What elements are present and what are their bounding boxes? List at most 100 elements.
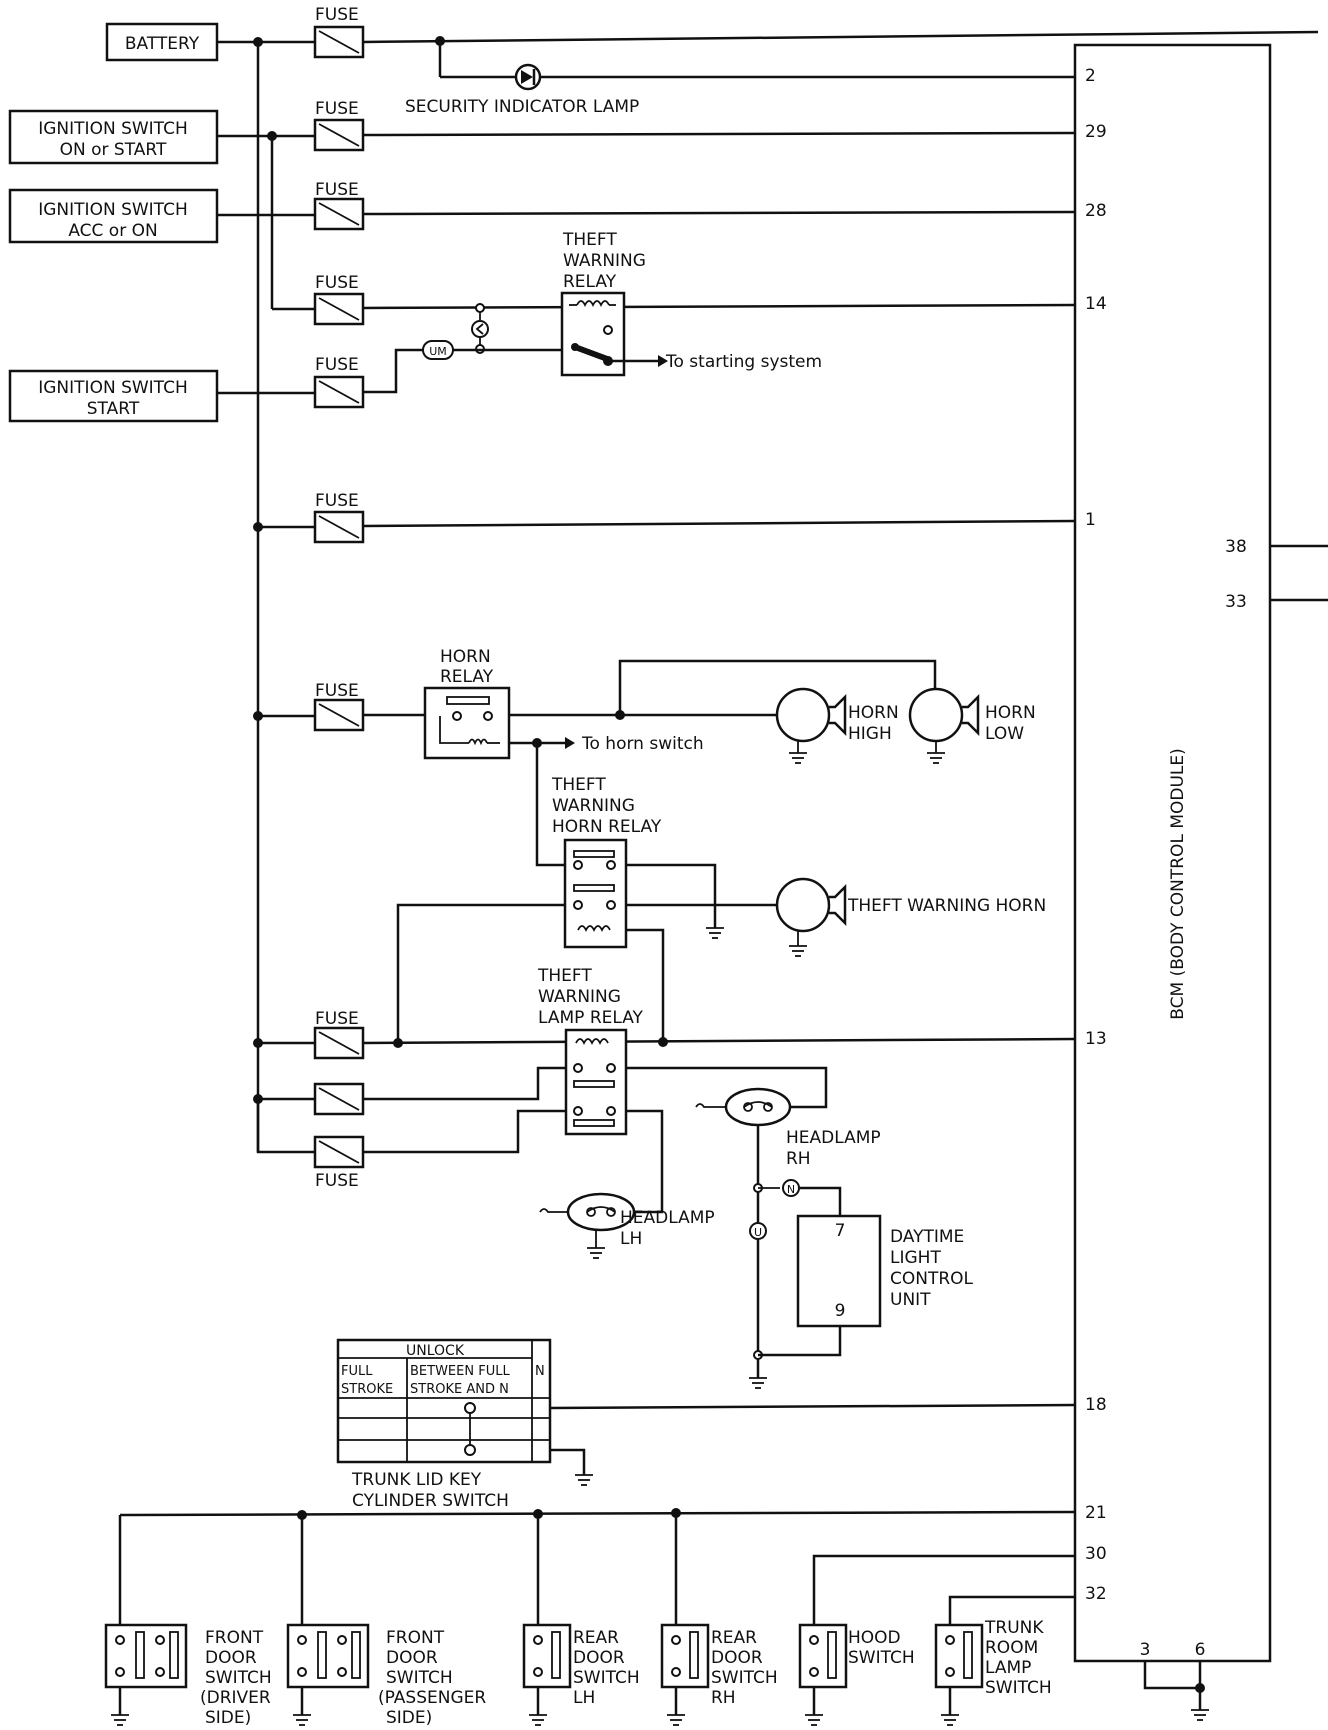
fuse-ign-on-start	[313, 118, 365, 152]
front-driver-label-4: (DRIVER	[200, 1688, 271, 1708]
ignition-start-box: IGNITION SWITCH START	[8, 369, 219, 423]
front-passenger-label-2: DOOR	[386, 1648, 438, 1668]
bcm-pin-32: 32	[1085, 1584, 1107, 1604]
bcm-pin-3: 3	[1140, 1640, 1151, 1660]
fuse-label-2: FUSE	[315, 99, 359, 119]
rear-door-switch-rh	[660, 1623, 710, 1726]
battery-box: BATTERY	[105, 22, 219, 62]
trunk-lid-label-2: CYLINDER SWITCH	[352, 1491, 509, 1511]
front-driver-label-5: SIDE)	[205, 1708, 251, 1728]
fuse-label-1: FUSE	[315, 5, 359, 25]
fuse-headlamp-lh	[313, 1135, 365, 1169]
table-col1-line2: STROKE	[341, 1382, 393, 1397]
theft-warning-horn-label: THEFT WARNING HORN	[847, 896, 1046, 916]
ignition-start-label-2: START	[87, 399, 140, 419]
rear-rh-label-2: DOOR	[711, 1648, 763, 1668]
bcm-pin-33: 33	[1225, 592, 1247, 612]
front-driver-label-3: SWITCH	[205, 1668, 272, 1688]
rear-lh-label-1: REAR	[573, 1628, 619, 1648]
fuse-horn	[313, 698, 365, 732]
trunk-lid-switch-table: UNLOCK FULL STROKE BETWEEN FULL STROKE A…	[336, 1338, 552, 1464]
table-col3: N	[535, 1364, 545, 1379]
front-passenger-label-5: SIDE)	[386, 1708, 432, 1728]
fuse-label-7: FUSE	[315, 681, 359, 701]
connector-u-label: U	[754, 1226, 762, 1239]
bcm-pin-21: 21	[1085, 1503, 1107, 1523]
table-col1-line1: FULL	[341, 1364, 373, 1379]
trunk-lid-label-1: TRUNK LID KEY	[351, 1470, 482, 1490]
horn-low-label-2: LOW	[985, 724, 1024, 744]
bcm-pin-38: 38	[1225, 537, 1247, 557]
bcm-label: BCM (BODY CONTROL MODULE)	[1168, 748, 1188, 1019]
headlamp-rh	[695, 1087, 792, 1127]
rear-rh-label-4: RH	[711, 1688, 736, 1708]
ignition-on-start-label-2: ON or START	[60, 140, 167, 160]
fuse-headlamp-rh	[313, 1082, 365, 1116]
table-header: UNLOCK	[406, 1343, 465, 1359]
horn-relay2-label-2: WARNING	[552, 796, 635, 816]
bcm-pin-14: 14	[1085, 294, 1107, 314]
hood-label-1: HOOD	[848, 1628, 901, 1648]
front-door-switch-driver	[104, 1623, 188, 1726]
hood-switch	[798, 1623, 848, 1726]
fuse-battery	[313, 25, 365, 59]
dlcu-label-1: DAYTIME	[890, 1227, 964, 1247]
front-passenger-label-1: FRONT	[386, 1628, 445, 1648]
lamp-relay-label-1: THEFT	[537, 966, 592, 986]
trunk-room-label-3: LAMP	[985, 1658, 1031, 1678]
security-lamp-label: SECURITY INDICATOR LAMP	[405, 97, 639, 117]
dlcu-pin-9: 9	[835, 1301, 846, 1321]
fuse-label-5: FUSE	[315, 355, 359, 375]
trunk-room-label-1: TRUNK	[984, 1618, 1044, 1638]
rear-lh-label-4: LH	[573, 1688, 595, 1708]
horn-low	[908, 687, 980, 764]
ignition-acc-on-label-2: ACC or ON	[68, 221, 157, 241]
fuse-ign-start	[313, 375, 365, 409]
fuse-ign-acc-on	[313, 197, 365, 231]
headlamp-rh-label-1: HEADLAMP	[786, 1128, 881, 1148]
ignition-acc-on-box: IGNITION SWITCH ACC or ON	[8, 188, 219, 244]
front-driver-label-1: FRONT	[205, 1628, 264, 1648]
dlcu-pin-7: 7	[835, 1221, 846, 1241]
daytime-light-control-unit: 7 9	[796, 1214, 882, 1328]
ignition-on-start-box: IGNITION SWITCH ON or START	[8, 109, 219, 165]
fuse-bcm-1	[313, 510, 365, 544]
table-col2-line1: BETWEEN FULL	[410, 1364, 510, 1379]
theft-warning-horn-relay	[563, 838, 628, 949]
ignition-on-start-label-1: IGNITION SWITCH	[38, 119, 187, 139]
horn-relay	[423, 686, 511, 760]
rear-door-switch-lh	[522, 1623, 572, 1726]
horn-relay-label-2: RELAY	[440, 667, 494, 687]
fuse-label-6: FUSE	[315, 491, 359, 511]
horn-high	[775, 687, 847, 764]
bcm-pin-6: 6	[1195, 1640, 1206, 1660]
bcm-module: BCM (BODY CONTROL MODULE)	[1073, 43, 1272, 1663]
rear-lh-label-3: SWITCH	[573, 1668, 640, 1688]
theft-warning-lamp-relay	[564, 1028, 628, 1136]
trunk-room-label-2: ROOM	[985, 1638, 1038, 1658]
horn-low-label-1: HORN	[985, 703, 1036, 723]
table-col2-line2: STROKE AND N	[410, 1382, 509, 1397]
bcm-pin-28: 28	[1085, 201, 1107, 221]
bcm-pin-30: 30	[1085, 1544, 1107, 1564]
headlamp-lh-label-1: HEADLAMP	[620, 1208, 715, 1228]
battery-bus	[217, 30, 1319, 1152]
security-indicator-lamp	[514, 63, 542, 91]
headlamp-lh	[539, 1192, 636, 1259]
connector-um: UM	[422, 340, 454, 360]
fuse-label-8: FUSE	[315, 1009, 359, 1029]
fuse-label-3: FUSE	[315, 180, 359, 200]
dlcu-label-3: CONTROL	[890, 1269, 974, 1289]
horn-relay-label-1: HORN	[440, 647, 491, 667]
battery-label: BATTERY	[125, 34, 200, 54]
theft-relay-label-1: THEFT	[562, 230, 617, 250]
dlcu-label-4: UNIT	[890, 1290, 931, 1310]
trunk-room-lamp-switch	[934, 1623, 984, 1726]
front-driver-label-2: DOOR	[205, 1648, 257, 1668]
to-starting-system-label: To starting system	[665, 352, 822, 372]
to-horn-switch-label: To horn switch	[581, 734, 704, 754]
connector-n-label: N	[787, 1183, 795, 1196]
rear-lh-label-2: DOOR	[573, 1648, 625, 1668]
fuse-label-4: FUSE	[315, 273, 359, 293]
